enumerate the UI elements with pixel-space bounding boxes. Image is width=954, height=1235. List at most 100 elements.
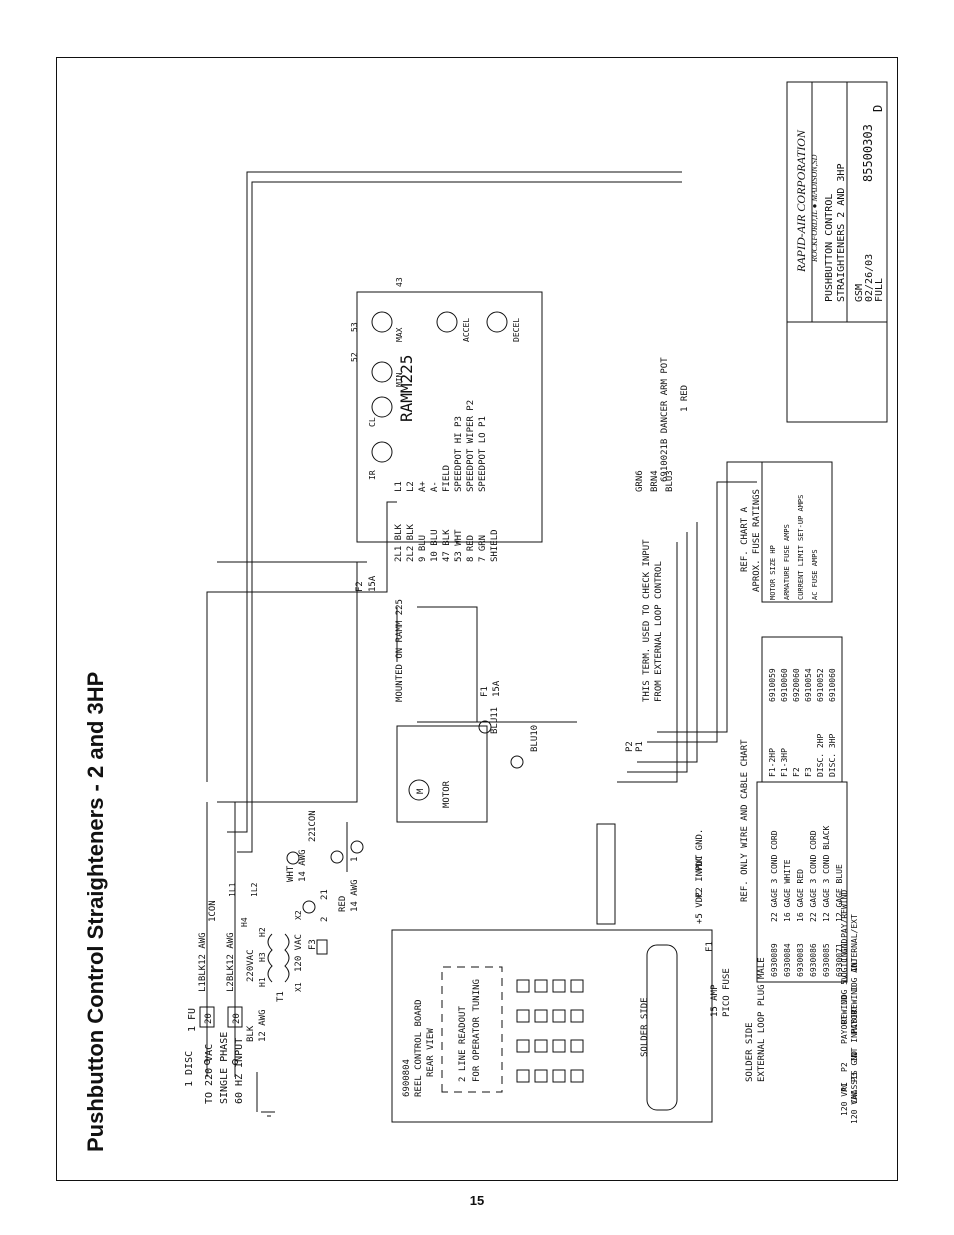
relay-1-label: 1 xyxy=(350,857,360,862)
l2-label: L2BLK12 AWG xyxy=(226,932,236,992)
ramm-wire-3: 10 BLU xyxy=(430,529,440,562)
board-f1: F1 xyxy=(705,941,715,952)
power-input: TO 220 VAC SINGLE PHASE 60 HZ INPUT 1 DI… xyxy=(184,802,360,1117)
note-brn4: BRN4 xyxy=(650,470,660,492)
ramm-wire-0: 2L1 BLK xyxy=(394,523,404,562)
ramm-term-hi: SPEEDPOT HI P3 xyxy=(454,416,464,492)
plug-pin-13: CHASSIS GND xyxy=(850,1051,859,1104)
relay-1con-label: 1CON xyxy=(308,810,318,832)
fuse-part-4: 6910052 xyxy=(816,668,825,702)
blk-label: BLK xyxy=(246,1025,256,1042)
ramm-wire-1: 2L2 BLK xyxy=(406,523,416,562)
plug-labels: SOLDER SIDE EXTERNAL LOOP PLUG MALE INT.… xyxy=(745,890,859,1124)
board-readout-1: 2 LINE READOUT xyxy=(458,1006,468,1082)
f2-label: F2 xyxy=(355,581,365,592)
plug-pin-2: LOGIC GND xyxy=(840,938,849,982)
pot-min-label: MIN xyxy=(395,372,404,387)
apx-h1: ARMATURE FUSE AMPS xyxy=(783,524,791,600)
icon-label: 1CON xyxy=(208,900,218,922)
main-wiring xyxy=(206,171,777,853)
pot-accel-label: ACCEL xyxy=(462,318,471,342)
plug-pin-4: JOG 5V xyxy=(840,975,849,1004)
note-1: THIS TERM. USED TO CHECK INPUT xyxy=(642,539,652,702)
plug-pin-8: PAYOUT xyxy=(840,1015,849,1044)
wire-row-0-desc: 12 GAGE BLUE xyxy=(835,864,844,922)
board-part: 6900804 xyxy=(402,1059,412,1097)
fuse-chart: F1-2HP F1-3HP F2 F3 DISC. 2HP DISC. 3HP … xyxy=(761,636,843,783)
apx-title-1: REF. CHART A xyxy=(740,506,750,572)
plug-pin-5: REWIND xyxy=(850,985,859,1014)
pot-accel xyxy=(436,311,458,333)
fuse-part-5: 6910060 xyxy=(828,668,837,702)
pot-cl-label: CL xyxy=(368,417,377,427)
motor-m: M xyxy=(416,788,426,794)
blu11-label: BLU11 xyxy=(490,707,500,734)
wire-row-3-desc: 16 GAGE RED xyxy=(796,869,805,922)
wire-row-4-desc: 16 GAGE WHITE xyxy=(783,859,792,922)
pot-decel-label: DECEL xyxy=(512,318,521,342)
apx-fuse-chart: REF. CHART A APROX. FUSE RATINGS MOTOR S… xyxy=(740,461,833,603)
f3-label: F3 xyxy=(308,939,318,950)
ramm-term-aplus: A+ xyxy=(418,481,428,492)
vac220-label: 220VAC xyxy=(246,949,256,982)
red-label: RED xyxy=(338,896,348,912)
ramm-wires: 2L1 BLK 2L2 BLK 9 BLU 10 BLU 47 BLK 53 W… xyxy=(355,523,502,702)
motor-icon xyxy=(408,779,430,801)
plug-pin-7: PAYOUT xyxy=(850,1005,859,1034)
ramm-wire-5: 53 WHT xyxy=(454,529,464,562)
pot-ir xyxy=(371,441,393,463)
wire-row-3-part: 6930083 xyxy=(796,943,805,977)
pot-min xyxy=(371,361,393,383)
1l1-label: 1L1 xyxy=(228,882,237,897)
note-blu3: BLU3 xyxy=(665,470,675,492)
board-buttons xyxy=(516,979,584,1083)
plug-pin-0: INT. PAY/REWIND xyxy=(840,890,849,962)
schematic: Pushbutton Control Straighteners - 2 and… xyxy=(83,81,888,1152)
relay-22-label: 22 xyxy=(308,831,318,842)
vac120-label: 120 VAC xyxy=(294,934,304,972)
drawing-date: 02/26/03 xyxy=(864,254,875,302)
fu-rating-2: 20 xyxy=(232,1013,242,1024)
fuse-row-1: F1-3HP xyxy=(780,748,789,777)
disc-label: 1 DISC xyxy=(184,1051,195,1087)
relay-area: 22 1CON 1 xyxy=(308,810,364,872)
page-title: Pushbutton Control Straighteners - 2 and… xyxy=(83,672,108,1152)
pot-cl xyxy=(371,396,393,418)
plug-pin-12: P1 xyxy=(840,1082,849,1092)
plug-pin-1: INTERNAL/EXT xyxy=(850,914,859,972)
ramm-wire-6: 8 RED xyxy=(466,535,476,562)
ramm-term-l1: L1 xyxy=(394,481,404,492)
wire-row-5-part: 6930089 xyxy=(770,943,779,977)
drawing-number: 85500303 xyxy=(861,124,875,182)
ramm-wire-4: 47 BLK xyxy=(442,529,452,562)
1l2-label: 1L2 xyxy=(250,882,259,897)
drawing-rev: D xyxy=(871,105,885,112)
term-5vdc: +5 VDC xyxy=(695,891,705,924)
fuse-row-2: F2 xyxy=(792,767,801,777)
wire-cable-chart: REF. ONLY WIRE AND CABLE CHART 12 GAGE B… xyxy=(740,739,848,983)
drawn-by: GSM xyxy=(854,284,865,302)
ramm225-board: RAMM225 IR CL MIN MAX ACCEL DECEL 52 53 … xyxy=(350,277,543,543)
ramm-term-aminus: A- xyxy=(430,481,440,492)
fuse-row-4: DISC. 2HP xyxy=(816,733,825,777)
wire-row-4-part: 6930084 xyxy=(783,943,792,977)
wire-row-0-part: 6930071 xyxy=(835,943,844,977)
motor: M MOTOR BLU11 BLU10 xyxy=(396,707,540,823)
company-name: RAPID-AIR CORPORATION xyxy=(794,129,808,273)
ramm-term-wiper: SPEEDPOT WIPER P2 xyxy=(466,400,476,492)
part-name-2: STRAIGHTENERS 2 AND 3HP xyxy=(836,164,847,302)
notes: THIS TERM. USED TO CHECK INPUT FROM EXTE… xyxy=(625,357,690,752)
pot-decel xyxy=(486,311,508,333)
fu-rating-1: 20 xyxy=(204,1013,214,1024)
wht-awg-label: 14 AWG xyxy=(298,849,308,882)
plug-pin-6: REWIND xyxy=(840,995,849,1024)
note-dancer: 6910021B DANCER ARM POT xyxy=(660,357,670,482)
h4-label: H4 xyxy=(240,917,249,927)
apx-title-2: APROX. FUSE RATINGS xyxy=(752,489,762,592)
wire-chart-title: REF. ONLY WIRE AND CABLE CHART xyxy=(740,739,750,902)
n21-label: 21 xyxy=(320,889,330,900)
term-vdcgnd: VDC GND. xyxy=(695,829,705,872)
h3-label: H3 xyxy=(258,952,267,962)
x2-label: X2 xyxy=(294,910,303,920)
plug-pin-9: INT INHIBIT xyxy=(850,1009,859,1062)
